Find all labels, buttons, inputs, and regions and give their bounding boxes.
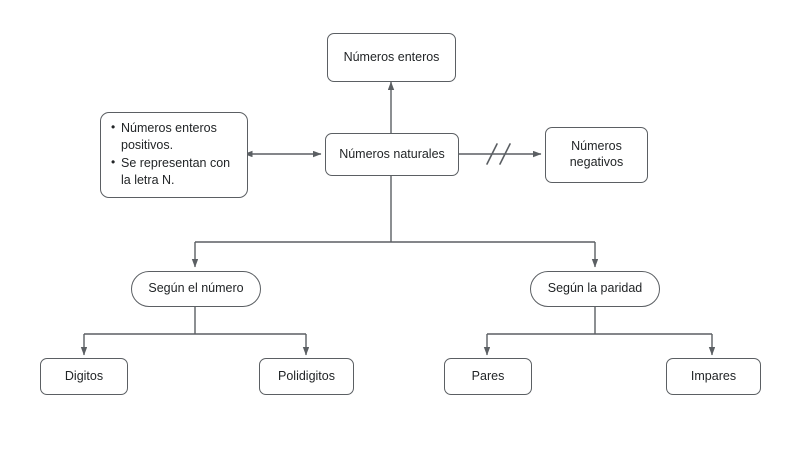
node-segun-el-numero[interactable]: Según el número [131, 271, 261, 307]
node-segun-la-paridad[interactable]: Según la paridad [530, 271, 660, 307]
note-bullet-list: Números enteros positivos. Se representa… [109, 119, 237, 191]
node-impares-label: Impares [690, 368, 737, 383]
node-numeros-enteros[interactable]: Números enteros [327, 33, 456, 82]
node-digitos[interactable]: Digitos [40, 358, 128, 395]
note-bullet-item: Números enteros positivos. [111, 119, 237, 155]
node-numeros-naturales[interactable]: Números naturales [325, 133, 459, 176]
node-segun-el-numero-label: Según el número [148, 281, 244, 296]
node-impares[interactable]: Impares [666, 358, 761, 395]
node-numeros-negativos[interactable]: Números negativos [545, 127, 648, 183]
node-numeros-negativos-label: Números negativos [569, 139, 624, 169]
node-numeros-enteros-label: Números enteros [343, 49, 440, 64]
node-numeros-naturales-label: Números naturales [339, 146, 445, 161]
node-digitos-label: Digitos [64, 368, 104, 383]
break-mark-slashes [486, 143, 511, 165]
node-pares-label: Pares [471, 368, 505, 383]
node-segun-la-paridad-label: Según la paridad [547, 281, 643, 296]
node-pares[interactable]: Pares [444, 358, 532, 395]
node-polidigitos[interactable]: Polidigitos [259, 358, 354, 395]
node-polidigitos-label: Polidigitos [278, 368, 335, 383]
node-nota-numeros-naturales[interactable]: Números enteros positivos. Se representa… [100, 112, 248, 198]
note-bullet-item: Se representan con la letra N. [111, 154, 237, 190]
